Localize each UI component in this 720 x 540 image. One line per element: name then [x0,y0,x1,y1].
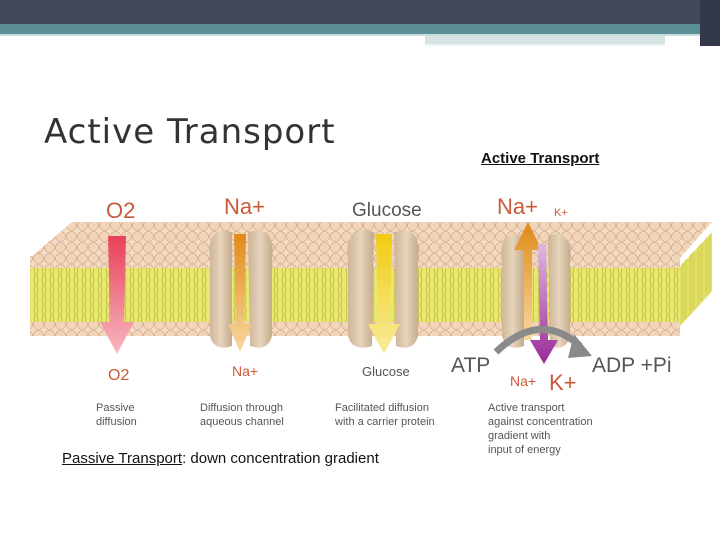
caption-passive-1: Passive [96,402,135,414]
carrier-protein [347,230,374,348]
pump-protein [501,234,524,348]
caption-channel-2: aqueous channel [200,416,284,428]
label-atp: ATP [451,354,490,377]
glucose-arrow [368,234,400,354]
accent-strip-light [425,44,665,46]
slide-title: Active Transport [44,112,336,152]
label-glucose-bottom: Glucose [362,364,410,379]
membrane-side-face [680,234,712,326]
passive-transport-note: Passive Transport: down concentration gr… [62,450,379,467]
caption-active-2: against concentration [488,416,593,428]
label-adp: ADP +Pi [592,354,672,377]
top-bar-corner [700,0,720,46]
note-term: Passive Transport [62,450,183,467]
label-k-top: K+ [554,207,568,219]
caption-carrier-2: with a carrier protein [334,416,435,428]
caption-channel-1: Diffusion through [200,402,283,414]
o2-arrow [100,236,134,354]
top-divider [0,34,700,36]
k-arrow-pump [530,244,558,364]
label-na-top: Na+ [224,194,265,219]
atp-arrow [493,325,583,355]
label-na-bottom-pump: Na+ [510,373,536,389]
top-bar-teal [0,24,700,34]
caption-active-1: Active transport [488,402,564,414]
caption-active-4: input of energy [488,444,561,456]
label-k-bottom: K+ [549,370,577,395]
label-o2-top: O2 [106,198,135,223]
slide-subtitle: Active Transport [481,150,600,167]
label-o2-bottom: O2 [108,367,129,384]
caption-active-3: gradient with [488,430,550,442]
label-na-top-pump: Na+ [497,194,538,219]
channel-protein [209,230,232,348]
na-arrow-channel [228,234,252,352]
label-glucose-top: Glucose [352,200,422,221]
caption-passive-2: diffusion [96,416,137,428]
caption-carrier-1: Facilitated diffusion [335,402,429,414]
label-na-bottom: Na+ [232,363,258,379]
note-rest: : down concentration gradient [182,450,379,467]
na-arrow-pump [514,222,542,340]
accent-strip [425,36,665,44]
top-bar [0,0,720,24]
